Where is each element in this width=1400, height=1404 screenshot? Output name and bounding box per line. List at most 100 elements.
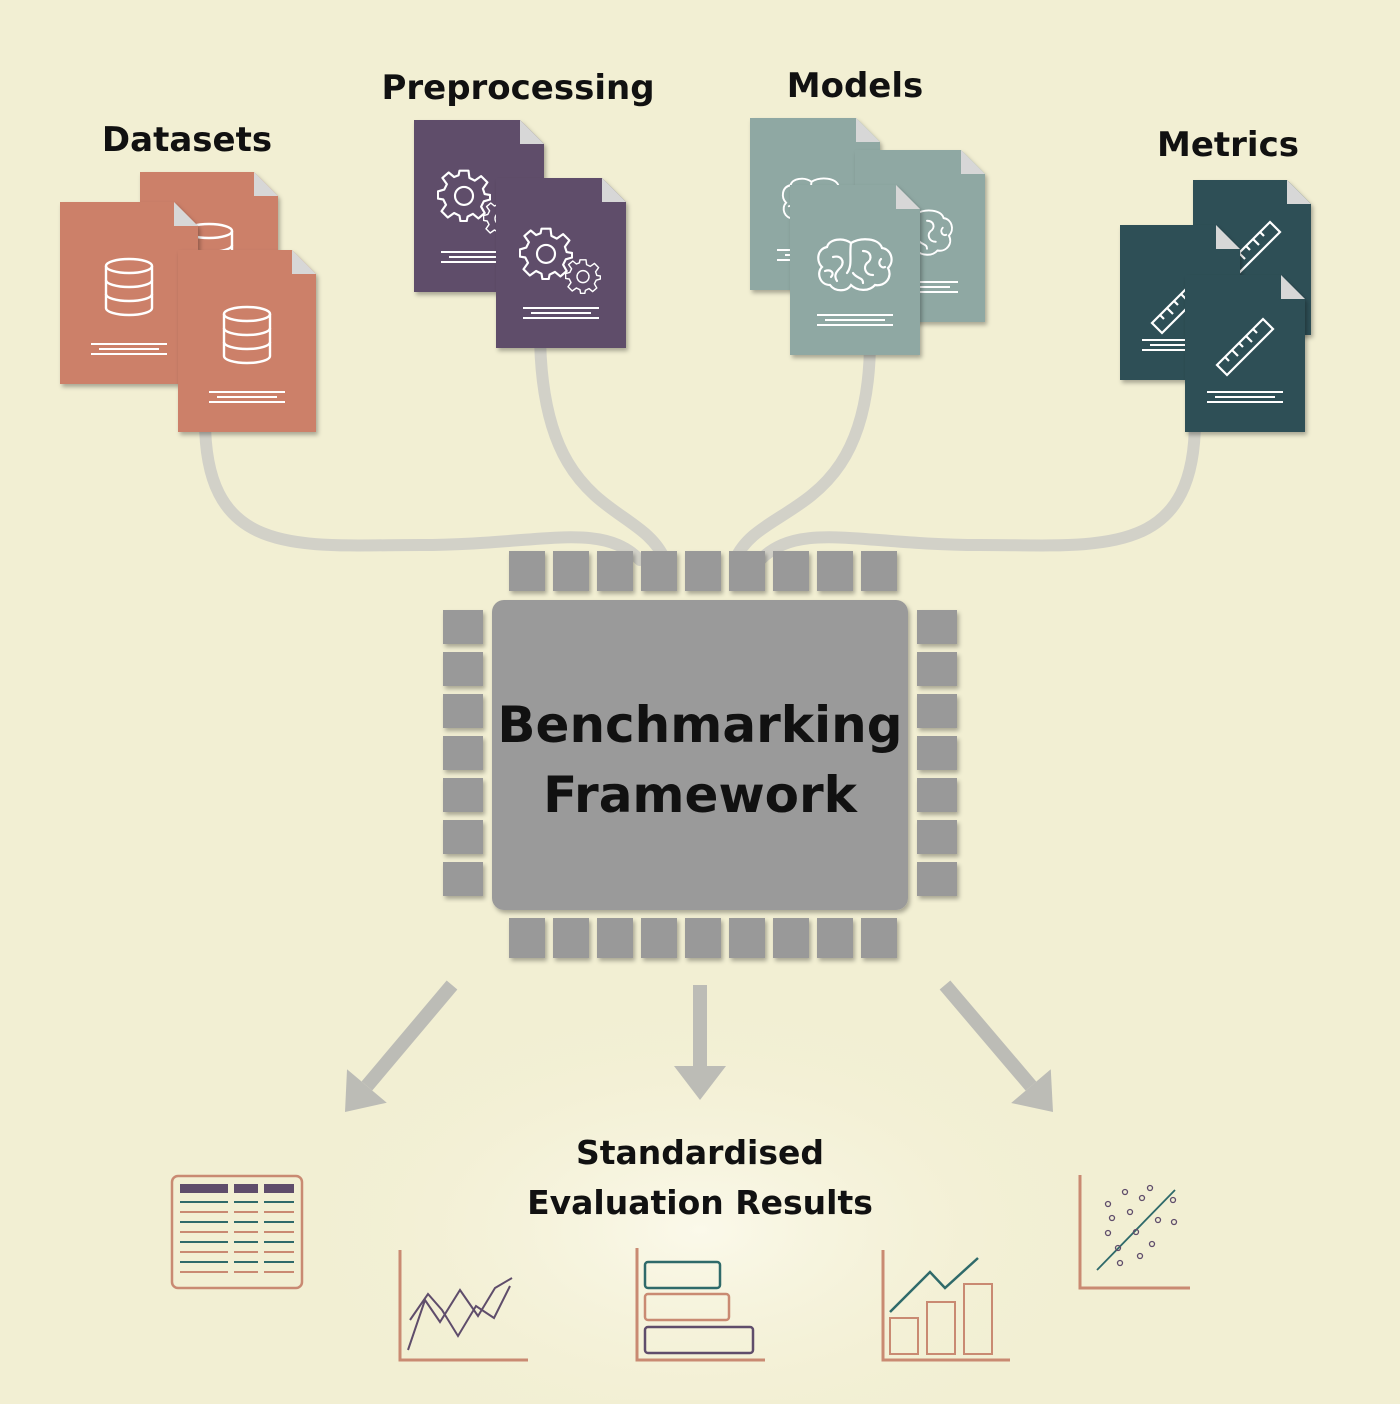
- document-metrics: [1185, 275, 1305, 432]
- chip-pin-right: [917, 652, 957, 686]
- result-icons: [170, 1174, 1190, 1362]
- chip-pin-bottom: [729, 918, 765, 958]
- table-icon: [170, 1174, 304, 1290]
- chip-pin-top: [685, 551, 721, 591]
- bar-line-axes: [881, 1250, 1010, 1362]
- chip-pin-bottom: [861, 918, 897, 958]
- scatter-point: [1169, 1196, 1177, 1204]
- document-preprocessing: [496, 178, 626, 348]
- chip-pin-left: [443, 736, 483, 770]
- bar-chart-bar: [643, 1325, 755, 1355]
- connector-lines: [199, 324, 1201, 566]
- chip-pin-top: [861, 551, 897, 591]
- chip-pin-top: [817, 551, 853, 591]
- document-sheet: [178, 250, 316, 432]
- chip-pin-top: [597, 551, 633, 591]
- arrow-head: [345, 1069, 387, 1112]
- document-fold: [1216, 225, 1240, 249]
- arrow-shaft: [361, 980, 458, 1091]
- scatter-point: [1138, 1194, 1146, 1202]
- results-title: Standardised Evaluation Results: [450, 1128, 950, 1228]
- chip-pin-bottom: [509, 918, 545, 958]
- framework-title-line-2: Framework: [543, 766, 857, 824]
- document-sheet: [790, 185, 920, 355]
- chip-pin-right: [917, 736, 957, 770]
- connector-datasets: [199, 414, 646, 566]
- chip-pin-bottom: [685, 918, 721, 958]
- group-title-metrics: Metrics: [1157, 125, 1299, 165]
- chip-pin-bottom: [817, 918, 853, 958]
- chip-pin-left: [443, 610, 483, 644]
- line-chart-series: [409, 1285, 511, 1338]
- scatter-point: [1146, 1184, 1154, 1192]
- scatter-point: [1108, 1214, 1116, 1222]
- document-sheet: [60, 202, 198, 384]
- output-arrows: [345, 980, 1053, 1112]
- bar-line-chart-icon: [881, 1250, 1010, 1362]
- chip-pin-bottom: [773, 918, 809, 958]
- horizontal-bar-chart-icon: [635, 1248, 765, 1362]
- arrow-down: [674, 985, 726, 1100]
- scatter-point: [1136, 1252, 1144, 1260]
- document-fold: [292, 250, 316, 274]
- chip-pin-left: [443, 820, 483, 854]
- line-chart-icon: [398, 1250, 528, 1362]
- bar-line-bar: [889, 1317, 919, 1355]
- chip-pin-left: [443, 652, 483, 686]
- chip-pin-bottom: [641, 918, 677, 958]
- line-chart-axes: [398, 1250, 528, 1362]
- chip-pin-bottom: [553, 918, 589, 958]
- chip-pin-top: [729, 551, 765, 591]
- chip-pin-right: [917, 820, 957, 854]
- document-fold: [602, 178, 626, 202]
- arrow-right: [939, 980, 1053, 1112]
- framework-chip: [443, 551, 957, 958]
- table-frame: [170, 1174, 304, 1290]
- bar-chart-axes: [635, 1248, 765, 1362]
- framework-title: Benchmarking Framework: [492, 690, 908, 830]
- connector-metrics: [754, 414, 1201, 566]
- table-header-cell: [264, 1184, 294, 1193]
- chip-pin-left: [443, 862, 483, 896]
- framework-title-line-1: Benchmarking: [497, 696, 903, 754]
- chip-body: [492, 600, 908, 910]
- chip-pin-top: [773, 551, 809, 591]
- bar-line-bar: [926, 1301, 956, 1355]
- bar-line-trend: [889, 1257, 979, 1313]
- scatter-point: [1170, 1218, 1178, 1226]
- scatter-point: [1154, 1216, 1162, 1224]
- scatter-point: [1114, 1244, 1122, 1252]
- connector-preprocessing: [534, 324, 671, 566]
- arrow-head: [674, 1066, 726, 1100]
- document-fold: [856, 118, 880, 142]
- chip-pin-right: [917, 694, 957, 728]
- group-title-models: Models: [786, 66, 924, 106]
- scatter-point: [1116, 1259, 1124, 1267]
- bar-line-bar: [963, 1283, 993, 1355]
- table-header-cell: [180, 1184, 228, 1193]
- scatter-point: [1121, 1188, 1129, 1196]
- bar-chart-bar: [643, 1292, 731, 1322]
- scatter-point: [1104, 1229, 1112, 1237]
- chip-pin-top: [509, 551, 545, 591]
- scatter-point: [1126, 1208, 1134, 1216]
- chip-pin-top: [641, 551, 677, 591]
- connector-models: [729, 334, 876, 566]
- scatter-plot-icon: [1078, 1175, 1190, 1290]
- document-fold: [896, 185, 920, 209]
- chip-pin-top: [553, 551, 589, 591]
- arrow-left: [345, 980, 458, 1112]
- group-title-datasets: Datasets: [101, 120, 273, 160]
- results-glow: [280, 990, 1120, 1404]
- chip-pin-right: [917, 610, 957, 644]
- scatter-axes: [1078, 1175, 1190, 1290]
- arrow-head: [1011, 1069, 1053, 1112]
- results-title-line-1: Standardised: [575, 1133, 825, 1172]
- document-datasets: [178, 250, 316, 432]
- arrow-shaft: [939, 980, 1037, 1091]
- chip-pin-left: [443, 778, 483, 812]
- results-title-line-2: Evaluation Results: [527, 1183, 873, 1222]
- document-fold: [520, 120, 544, 144]
